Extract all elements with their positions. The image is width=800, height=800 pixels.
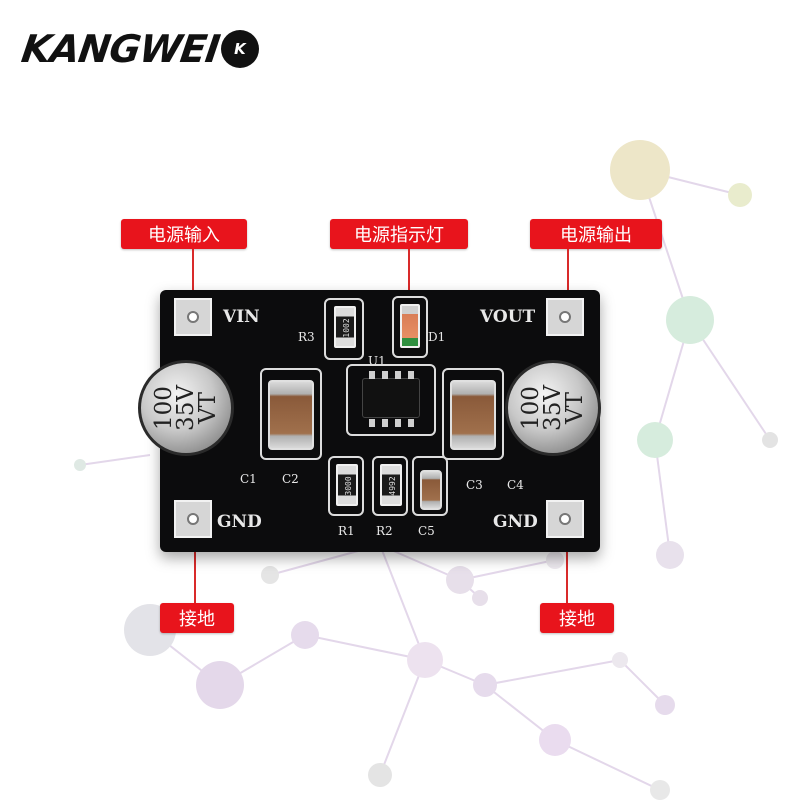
capacitor-c2	[268, 380, 314, 450]
r1-code: 3000	[343, 476, 353, 496]
r3-code: 1002	[341, 318, 351, 338]
callout-power-input: 电源输入	[121, 219, 247, 249]
capacitor-c3	[450, 380, 496, 450]
leader-ground-right	[566, 530, 568, 603]
r2-code: 4992	[387, 476, 397, 496]
vout-pad	[546, 298, 584, 336]
callout-ground-left: 接地	[160, 603, 234, 633]
r3-outline	[324, 298, 364, 360]
silk-c4: C4	[507, 478, 524, 492]
silk-c2: C2	[282, 472, 299, 486]
vin-pad	[174, 298, 212, 336]
callout-power-output: 电源输出	[530, 219, 662, 249]
u1-outline	[346, 364, 436, 436]
silk-gnd-left: GND	[217, 512, 262, 532]
c3-outline	[442, 368, 504, 460]
resistor-r1: 3000	[336, 464, 358, 506]
silk-vin: VIN	[223, 307, 260, 327]
gnd-right-pad	[546, 500, 584, 538]
callout-ground-right: 接地	[540, 603, 614, 633]
silk-gnd-right: GND	[493, 512, 538, 532]
resistor-r2: 4992	[380, 464, 402, 506]
silk-d1: D1	[428, 330, 446, 344]
led-d1	[400, 304, 420, 348]
leader-power-output	[567, 249, 569, 297]
capacitor-c1: 100 35V VT	[138, 360, 234, 456]
capacitor-c4: 100 35V VT	[505, 360, 601, 456]
ic-u1	[362, 371, 420, 427]
silk-r3: R3	[298, 330, 315, 344]
brand-text: KANGWEI	[18, 27, 222, 71]
c2-outline	[260, 368, 322, 460]
silk-vout: VOUT	[480, 307, 536, 327]
c5-outline	[412, 456, 448, 516]
capacitor-c5	[420, 470, 442, 510]
brand-logo: KANGWEI K	[18, 24, 259, 74]
r2-outline	[372, 456, 408, 516]
leader-power-indicator	[408, 249, 410, 297]
resistor-r3: 1002	[334, 306, 356, 348]
silk-r1: R1	[338, 524, 355, 538]
silk-c5: C5	[418, 524, 435, 538]
silk-c3: C3	[466, 478, 483, 492]
d1-outline	[392, 296, 428, 358]
brand-mark-icon: K	[220, 30, 259, 68]
gnd-left-pad	[174, 500, 212, 538]
silk-r2: R2	[376, 524, 393, 538]
c1-marking: 100 35V VT	[150, 385, 221, 431]
silk-c1: C1	[240, 472, 257, 486]
callout-power-indicator: 电源指示灯	[330, 219, 468, 249]
r1-outline	[328, 456, 364, 516]
leader-ground-left	[194, 530, 196, 603]
pcb-board: VIN VOUT GND GND R3 D1 U1 C1 C2 C3 C4 R1…	[138, 290, 601, 552]
c4-marking: 100 35V VT	[517, 385, 588, 431]
leader-power-input	[192, 249, 194, 296]
